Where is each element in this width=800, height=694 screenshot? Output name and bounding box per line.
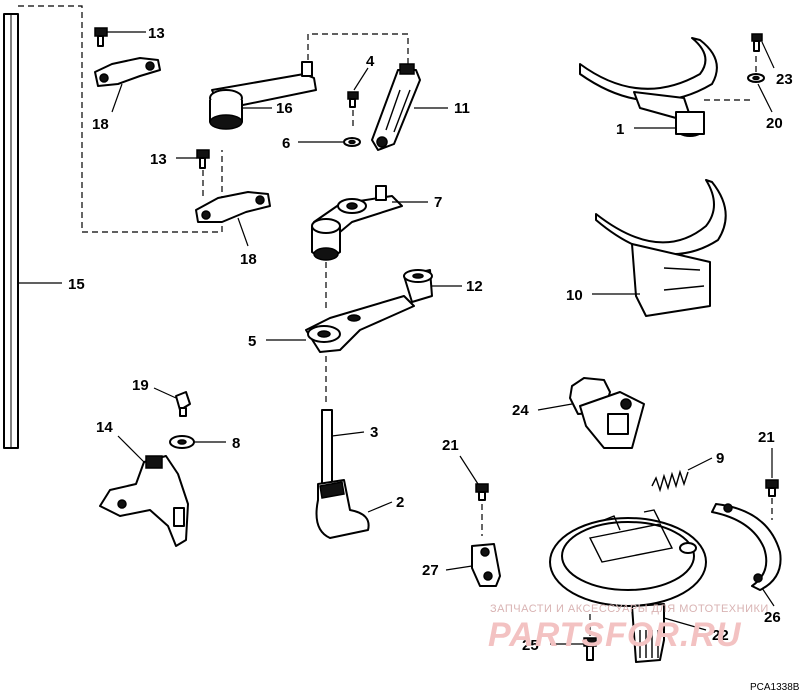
part-8-washer (169, 435, 226, 449)
callout-15: 15 (68, 276, 85, 293)
callout-18-lower: 18 (240, 251, 257, 268)
callout-6: 6 (282, 135, 290, 152)
part-13-screw-lower (176, 149, 210, 196)
part-1-clamp (579, 37, 754, 137)
callout-12: 12 (466, 278, 483, 295)
part-19-screw (153, 387, 191, 417)
dashed-frame-left (18, 5, 223, 233)
part-12-lever (403, 269, 462, 303)
callout-23: 23 (776, 71, 793, 88)
part-20-washer (747, 56, 773, 113)
part-16-crank (209, 61, 317, 130)
callout-10: 10 (566, 287, 583, 304)
part-13-screw-top (94, 27, 146, 47)
callout-9: 9 (716, 450, 724, 467)
callout-24: 24 (512, 402, 529, 419)
callout-5: 5 (248, 333, 256, 350)
part-27-bracket (445, 543, 501, 587)
part-15-rod (3, 13, 62, 449)
part-18-bracket-top (94, 57, 161, 113)
part-25-screw (550, 614, 597, 661)
callout-3: 3 (370, 424, 378, 441)
watermark-tagline: ЗАПЧАСТИ И АКСЕССУАРЫ ДЛЯ МОТОТЕХНИКИ (490, 603, 769, 615)
callout-22: 22 (712, 627, 729, 644)
callout-1: 1 (616, 121, 624, 138)
part-11-link (371, 63, 448, 151)
part-14-bracket (99, 435, 189, 547)
callout-26: 26 (764, 609, 781, 626)
part-23-screw (751, 33, 775, 69)
part-10-clamp (592, 179, 727, 317)
part-21-screw-right (765, 448, 779, 520)
callout-19: 19 (132, 377, 149, 394)
callout-14: 14 (96, 419, 113, 436)
part-4-screw (347, 67, 369, 130)
part-6-washer (298, 137, 361, 147)
part-22-base-plate (549, 509, 707, 663)
callout-16: 16 (276, 100, 293, 117)
callout-2: 2 (396, 494, 404, 511)
callout-4: 4 (366, 53, 375, 70)
callout-7: 7 (434, 194, 442, 211)
part-5-lever (266, 295, 415, 406)
callout-18-top: 18 (92, 116, 109, 133)
drawing-code: PCA1338B (750, 682, 800, 693)
watermark-logo: PARTSFOR.RU (488, 616, 742, 654)
callout-8: 8 (232, 435, 240, 452)
callout-27: 27 (422, 562, 439, 579)
part-18-bracket-lower (195, 191, 271, 247)
part-24-block (537, 377, 645, 449)
callout-21-left: 21 (442, 437, 459, 454)
callout-11: 11 (454, 100, 470, 117)
dashed-frame-top (307, 33, 409, 64)
part-3-shaft (321, 409, 365, 485)
part-21-screw-left (459, 455, 489, 536)
part-9-spring (651, 457, 713, 493)
callout-21-right: 21 (758, 429, 775, 446)
callout-13-lower: 13 (150, 151, 167, 168)
callout-13-top: 13 (148, 25, 165, 42)
callout-20: 20 (766, 115, 783, 132)
callout-25: 25 (522, 637, 539, 654)
part-26-segment (711, 503, 782, 607)
part-7-arm (311, 185, 428, 312)
part-2-knob (315, 479, 393, 539)
